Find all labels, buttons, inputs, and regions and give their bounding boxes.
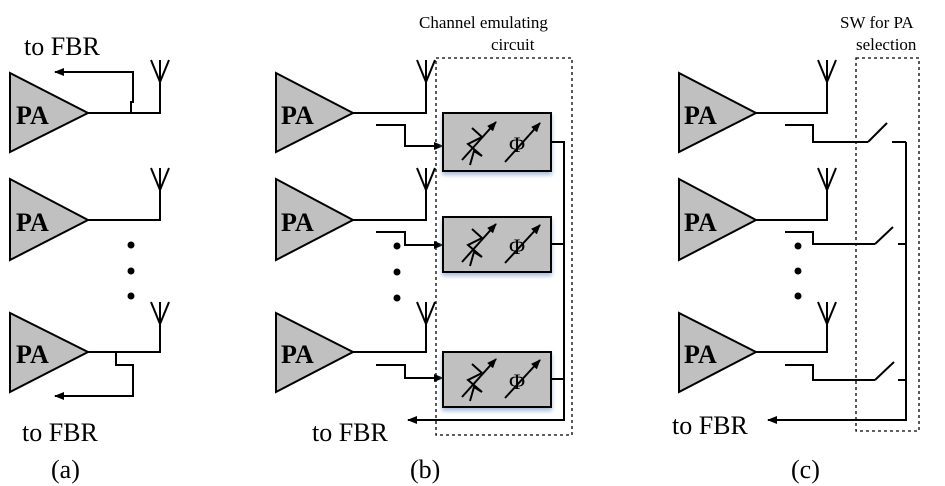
ellipsis-dot <box>794 267 802 275</box>
pa-amplifier <box>678 177 759 262</box>
pa-label: PA <box>684 340 717 369</box>
switch-icon <box>874 361 895 381</box>
antenna-icon <box>416 301 436 325</box>
to-fbr-label: to FBR <box>672 411 749 440</box>
attenuator-phase-shifter-block: Φ <box>442 112 552 172</box>
to-fbr-label: to FBR <box>24 32 101 61</box>
pa-label: PA <box>16 340 49 369</box>
ellipsis-dot <box>393 242 401 250</box>
panel-b: Channel emulating circuit PA PA PA <box>275 13 573 484</box>
pa-label: PA <box>684 208 717 237</box>
phase-shifter-symbol: Φ <box>509 369 525 394</box>
ellipsis-dot <box>127 241 135 249</box>
pa-label: PA <box>684 101 717 130</box>
to-fbr-label: to FBR <box>22 418 99 447</box>
attenuator-phase-shifter-block: Φ <box>442 351 552 408</box>
panel-a: PA to FBR PA PA to FBR (a) <box>9 32 170 484</box>
ellipsis-dot <box>127 267 135 275</box>
phase-shifter-symbol: Φ <box>509 132 525 157</box>
switch-icon <box>874 226 894 245</box>
channel-emulating-label-line1: Channel emulating <box>419 13 548 32</box>
channel-emulating-box <box>435 57 573 436</box>
channel-emulating-label-line2: circuit <box>491 35 535 54</box>
antenna-icon <box>416 59 436 83</box>
antenna-icon <box>150 301 170 325</box>
ellipsis-dot <box>127 292 135 300</box>
caption-b: (b) <box>410 455 440 484</box>
pa-label: PA <box>16 208 49 237</box>
phase-shifter-symbol: Φ <box>509 234 525 259</box>
pa-amplifier <box>275 311 356 394</box>
antenna-icon <box>416 167 436 191</box>
ellipsis-dot <box>393 294 401 302</box>
caption-c: (c) <box>791 455 820 484</box>
pa-label: PA <box>281 208 314 237</box>
pa-amplifier <box>9 177 91 262</box>
switch-icon <box>867 122 888 143</box>
pa-amplifier <box>678 71 759 154</box>
antenna-icon <box>817 167 837 191</box>
pa-amplifier <box>275 177 356 262</box>
to-fbr-label: to FBR <box>312 418 389 447</box>
panel-c: SW for PA selection PA PA PA <box>672 13 920 484</box>
attenuator-phase-shifter-block: Φ <box>442 216 552 273</box>
pa-amplifier <box>9 311 91 394</box>
pa-label: PA <box>281 340 314 369</box>
pa-label: PA <box>281 101 314 130</box>
ellipsis-dot <box>794 242 802 250</box>
sw-pa-label-line2: selection <box>856 35 917 54</box>
pa-amplifier <box>9 71 91 154</box>
ellipsis-dot <box>393 268 401 276</box>
pa-amplifier <box>275 71 356 154</box>
caption-a: (a) <box>51 455 80 484</box>
antenna-icon <box>817 301 837 325</box>
ellipsis-dot <box>794 292 802 300</box>
pa-label: PA <box>16 101 49 130</box>
sw-pa-label-line1: SW for PA <box>840 13 914 32</box>
pa-amplifier <box>678 311 759 394</box>
antenna-icon <box>817 59 837 83</box>
antenna-icon <box>150 59 170 83</box>
antenna-icon <box>150 167 170 191</box>
